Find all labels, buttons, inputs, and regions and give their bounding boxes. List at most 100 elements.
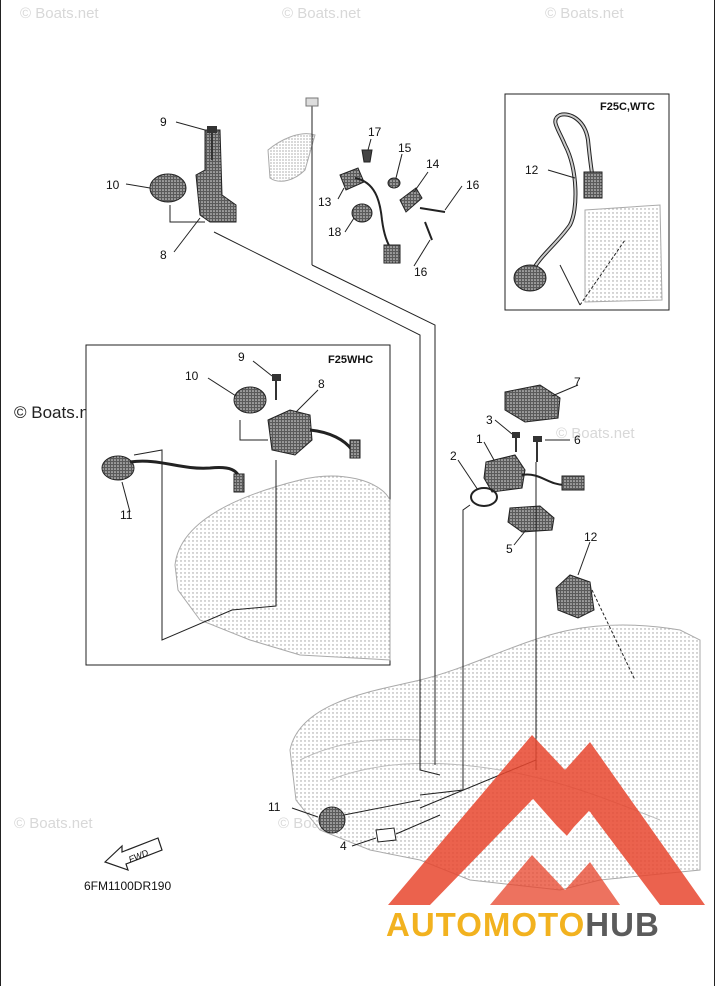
callout-16: 16 xyxy=(414,265,428,279)
assembly-line xyxy=(395,814,441,835)
bracket-part-8 xyxy=(195,129,237,223)
inset-engine-outline xyxy=(584,204,663,303)
watermark: © Boats.net xyxy=(20,5,99,22)
connector xyxy=(561,475,585,491)
leader-line xyxy=(547,169,576,179)
callout-8: 8 xyxy=(318,377,325,391)
connector xyxy=(583,171,603,199)
assembly-line xyxy=(239,420,268,441)
assembly-line-dashed xyxy=(579,239,626,306)
leader-line xyxy=(121,481,131,513)
leader-line xyxy=(367,138,372,151)
grommet-part-12 xyxy=(555,574,595,619)
assembly-line-dashed xyxy=(591,589,636,681)
callout-14: 14 xyxy=(426,157,440,171)
callout-17: 17 xyxy=(368,125,382,139)
inset-title: F25C,WTC xyxy=(600,101,655,113)
callout-11: 11 xyxy=(268,800,281,814)
connector xyxy=(349,439,361,459)
clamp-part-10 xyxy=(233,386,267,414)
engine-contour-line xyxy=(299,738,421,761)
leader-line xyxy=(395,153,403,179)
callout-15: 15 xyxy=(398,141,412,155)
callout-10: 10 xyxy=(185,369,199,383)
callout-12: 12 xyxy=(525,163,539,177)
leader-line xyxy=(173,217,201,253)
callout-7: 7 xyxy=(574,375,581,389)
leader-line xyxy=(351,837,377,847)
wire-harness xyxy=(129,459,242,481)
callout-13: 13 xyxy=(318,195,332,209)
switch-part-1 xyxy=(483,454,526,493)
bolt-part-6 xyxy=(533,436,542,442)
part-11 xyxy=(318,806,346,834)
assembly-line xyxy=(311,264,436,765)
automotohub-wordmark: AUTOMOTOHUB xyxy=(386,908,660,941)
assembly-line xyxy=(343,799,421,816)
assembly-line xyxy=(133,449,277,641)
automotohub-logo-icon xyxy=(388,735,705,905)
sensor-part-11 xyxy=(101,455,135,481)
leader-line xyxy=(551,384,579,397)
part-15 xyxy=(387,177,401,189)
leader-line xyxy=(577,541,591,576)
leader-line xyxy=(413,171,429,193)
inset-engine-outline xyxy=(174,475,391,661)
cable-part-12-core xyxy=(529,113,595,276)
holder-part-14 xyxy=(399,187,423,213)
part-7 xyxy=(504,384,561,423)
leader-line xyxy=(344,217,355,233)
leader-line xyxy=(125,183,151,189)
callout-12: 12 xyxy=(584,530,598,544)
brand-text-part1: AUTOMOTO xyxy=(386,906,586,943)
leader-line xyxy=(513,529,527,546)
assembly-line xyxy=(419,504,471,796)
watermark: © Boats.net xyxy=(556,425,635,442)
engine-cowling-outline xyxy=(289,624,701,891)
callout-8: 8 xyxy=(160,248,167,262)
leader-line xyxy=(252,360,273,377)
part-code: 6FM1100DR190 xyxy=(84,879,171,893)
leader-line xyxy=(494,419,513,435)
assembly-line xyxy=(169,205,205,223)
watermark: © Boats.net xyxy=(14,403,103,422)
leader-line xyxy=(207,377,237,397)
callout-2: 2 xyxy=(450,449,457,463)
callout-6: 6 xyxy=(574,433,581,447)
ghost-bolt xyxy=(305,97,319,107)
clip-part-17 xyxy=(361,149,373,163)
assembly-line xyxy=(213,231,441,776)
callout-1: 1 xyxy=(476,432,483,446)
leader-line xyxy=(291,807,319,818)
callout-9: 9 xyxy=(160,115,167,129)
leader-line xyxy=(483,441,495,461)
callout-16: 16 xyxy=(466,178,480,192)
ghost-bracket xyxy=(267,133,316,182)
leader-line xyxy=(337,187,345,200)
label-part-4 xyxy=(375,827,397,843)
assembly-line xyxy=(559,264,581,306)
fwd-arrow-icon: FWD xyxy=(103,837,163,871)
callout-3: 3 xyxy=(486,413,493,427)
callout-9: 9 xyxy=(238,350,245,364)
wire-harness xyxy=(521,473,566,486)
wire-harness xyxy=(354,177,393,251)
connector xyxy=(383,244,401,264)
callout-10: 10 xyxy=(106,178,120,192)
inset-title: F25WHC xyxy=(328,354,373,366)
grommet-part-18 xyxy=(351,203,373,223)
gasket-part-2 xyxy=(470,487,498,507)
bolt-part-9 xyxy=(272,374,281,381)
watermark: © Boats.net xyxy=(14,815,93,832)
clamp-part-10 xyxy=(149,173,187,203)
leader-line xyxy=(413,239,431,267)
brand-text-part2: HUB xyxy=(585,906,660,943)
bolt-part-9 xyxy=(207,126,217,133)
grommet xyxy=(513,264,547,292)
bolt-part-16 xyxy=(424,221,433,241)
callout-4: 4 xyxy=(340,839,347,853)
leader-line xyxy=(295,389,319,413)
watermark: © Boats.net xyxy=(545,5,624,22)
holder-part-5 xyxy=(507,505,555,533)
